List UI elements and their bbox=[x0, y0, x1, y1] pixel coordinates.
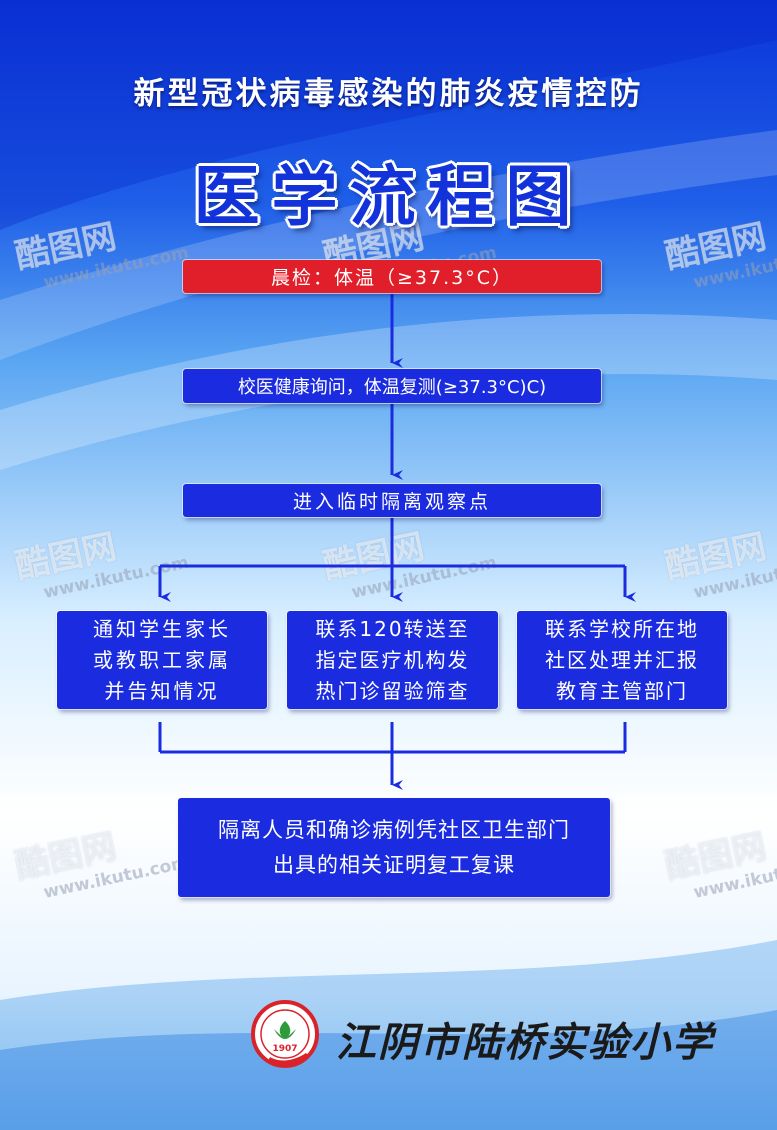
svg-text:1907: 1907 bbox=[272, 1044, 297, 1054]
branch-transfer-120: 联系120转送至 指定医疗机构发 热门诊留验筛查 bbox=[287, 611, 498, 709]
step-morning-check: 晨检：体温（≥37.3°C） bbox=[183, 260, 601, 293]
page-subtitle: 新型冠状病毒感染的肺炎疫情控防 bbox=[133, 76, 644, 112]
step-return-to-work: 隔离人员和确诊病例凭社区卫生部门 出具的相关证明复工复课 bbox=[178, 798, 610, 897]
school-name: 江阴市陆桥实验小学 bbox=[336, 1019, 714, 1066]
step-doctor-inquiry: 校医健康询问，体温复测(≥37.3°C)C) bbox=[183, 369, 601, 403]
branch-notify-parents: 通知学生家长 或教职工家属 并告知情况 bbox=[57, 611, 267, 709]
branch-contact-community: 联系学校所在地 社区处理并汇报 教育主管部门 bbox=[517, 611, 727, 709]
school-logo: 1907 bbox=[251, 1000, 319, 1068]
step-isolation-point: 进入临时隔离观察点 bbox=[183, 484, 601, 517]
page-title: 医学流程图 bbox=[193, 157, 584, 235]
